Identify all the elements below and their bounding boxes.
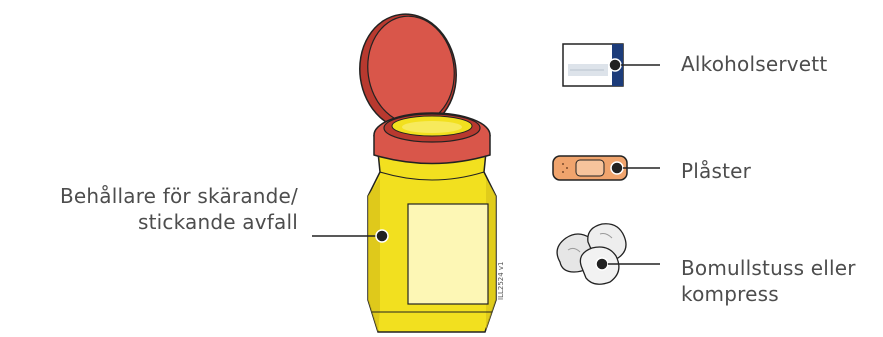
container-label-panel	[408, 204, 488, 304]
plaster-icon	[553, 156, 627, 180]
cotton-caption-line1: Bomullstuss eller	[681, 255, 856, 281]
sharps-container-icon	[352, 8, 496, 332]
container-caption-line2: stickande avfall	[0, 209, 298, 235]
container-caption-line1: Behållare för skärande/	[0, 183, 298, 209]
container-caption: Behållare för skärande/ stickande avfall	[0, 183, 298, 235]
alcohol-wipe-icon	[563, 44, 623, 86]
plaster-caption: Plåster	[681, 158, 751, 184]
container-opening	[374, 113, 490, 164]
cotton-ball-icon	[557, 224, 626, 285]
figure-code: ILL2524 v1	[497, 262, 505, 301]
cotton-caption-line2: kompress	[681, 281, 856, 307]
alcohol-wipe-caption: Alkoholservett	[681, 51, 827, 77]
cotton-caption: Bomullstuss eller kompress	[681, 255, 856, 307]
